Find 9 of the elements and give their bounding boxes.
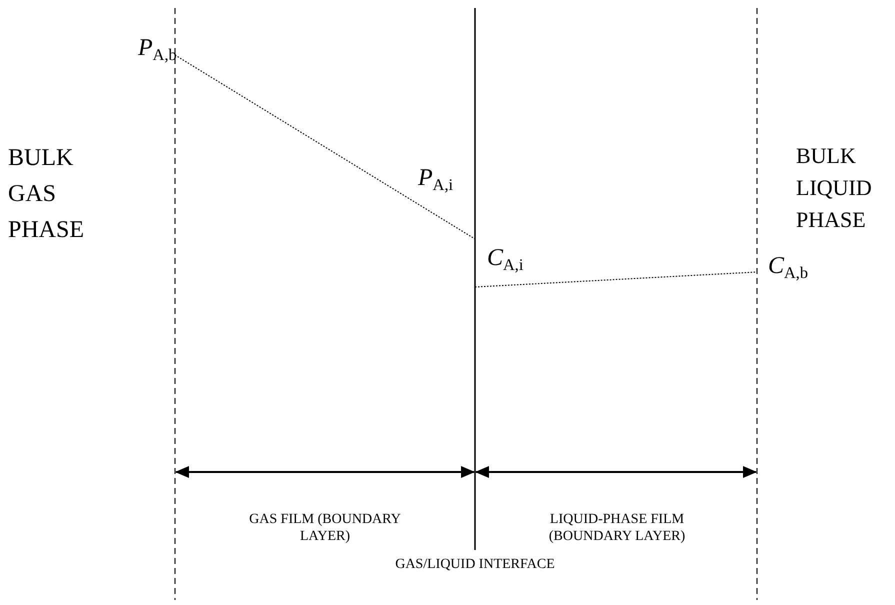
region-label: BULK LIQUID PHASE	[796, 142, 873, 234]
concentration-label: C$_{A,b}$	[768, 252, 808, 282]
film-label: LIQUID-PHASE FILM (BOUNDARY LAYER)	[548, 512, 686, 546]
film-label: GAS FILM (BOUNDARY LAYER)	[248, 512, 402, 546]
concentration-label: C$_{A,i}$	[487, 244, 524, 274]
pressure-label: P$_{A,i}$	[418, 164, 454, 194]
interface-label: GAS/LIQUID INTERFACE	[395, 557, 555, 574]
region-label: BULK GAS PHASE	[8, 144, 86, 245]
pressure-label: P$_{A,b}$	[138, 34, 177, 64]
